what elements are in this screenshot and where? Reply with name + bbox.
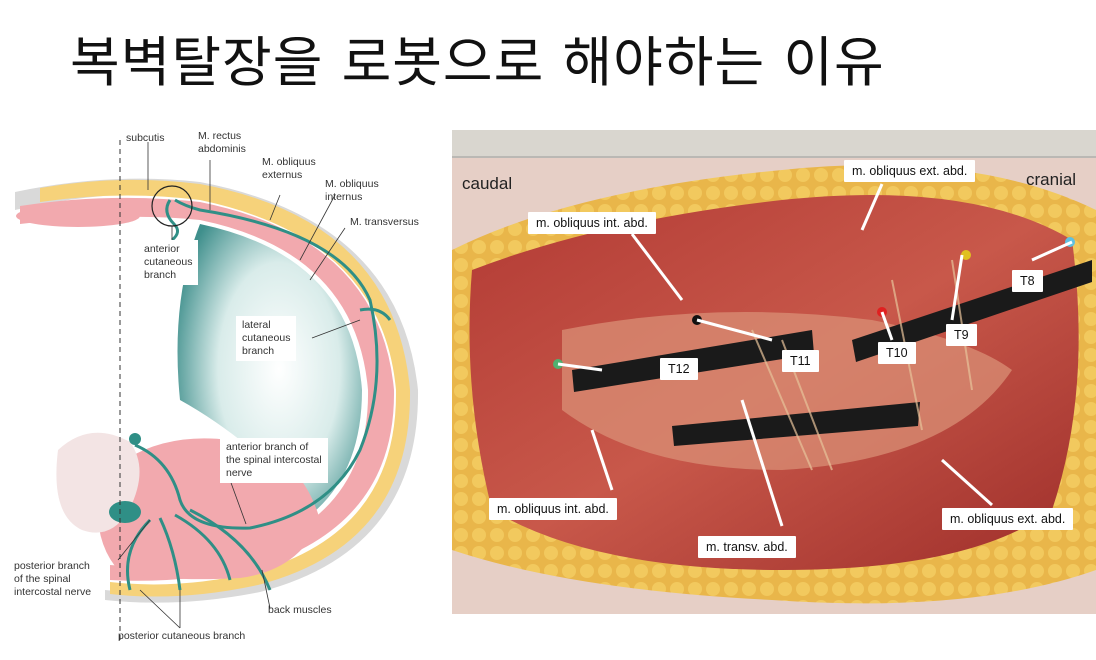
intercostal-nerves bbox=[126, 198, 392, 591]
dissection-photo: caudal cranial m. obliquus ext. abd. m. … bbox=[452, 130, 1096, 614]
label-transversus: M. transversus bbox=[350, 216, 419, 228]
label-posterior-branch-spinal-intercostal: posterior branch of the spinal intercost… bbox=[14, 560, 92, 598]
spinal-cord bbox=[109, 501, 141, 523]
label-t10: T10 bbox=[878, 342, 916, 364]
dorsal-ganglion bbox=[129, 433, 141, 445]
label-obliquus-int-top: m. obliquus int. abd. bbox=[528, 212, 656, 234]
cross-section-svg bbox=[15, 140, 419, 640]
label-rectus-abdominis: M. rectus abdominis bbox=[198, 130, 246, 155]
abdominal-wall-cross-section: subcutis M. rectus abdominis M. obliquus… bbox=[0, 120, 440, 656]
marker-yellow bbox=[961, 250, 971, 260]
label-obliquus-externus: M. obliquus externus bbox=[262, 156, 316, 181]
label-t8: T8 bbox=[1012, 270, 1043, 292]
label-obliquus-int-bottom: m. obliquus int. abd. bbox=[489, 498, 617, 520]
label-t12: T12 bbox=[660, 358, 698, 380]
rectus-muscle bbox=[16, 205, 140, 227]
label-t9: T9 bbox=[946, 324, 977, 346]
label-back-muscles: back muscles bbox=[268, 604, 332, 616]
label-anterior-branch-spinal-intercostal: anterior branch of the spinal intercosta… bbox=[220, 438, 328, 483]
label-anterior-cutaneous-branch: anterior cutaneous branch bbox=[138, 240, 199, 285]
label-lateral-cutaneous-branch: lateral cutaneous branch bbox=[236, 316, 297, 361]
label-cranial: cranial bbox=[1026, 170, 1077, 189]
label-t11: T11 bbox=[782, 350, 819, 372]
label-obliquus-internus: M. obliquus internus bbox=[325, 178, 379, 203]
slide-title: 복벽탈장을 로봇으로 해야하는 이유 bbox=[70, 31, 885, 94]
label-obliquus-ext-top: m. obliquus ext. abd. bbox=[844, 160, 976, 182]
photo-pointer-lines bbox=[557, 183, 1073, 527]
dissection-photo-svg bbox=[452, 130, 1096, 614]
label-caudal: caudal bbox=[462, 174, 513, 193]
label-posterior-cutaneous-branch: posterior cutaneous branch bbox=[118, 630, 246, 642]
label-subcutis: subcutis bbox=[126, 132, 165, 144]
label-obliquus-ext-bottom: m. obliquus ext. abd. bbox=[942, 508, 1074, 530]
label-transv-abd: m. transv. abd. bbox=[698, 536, 796, 558]
